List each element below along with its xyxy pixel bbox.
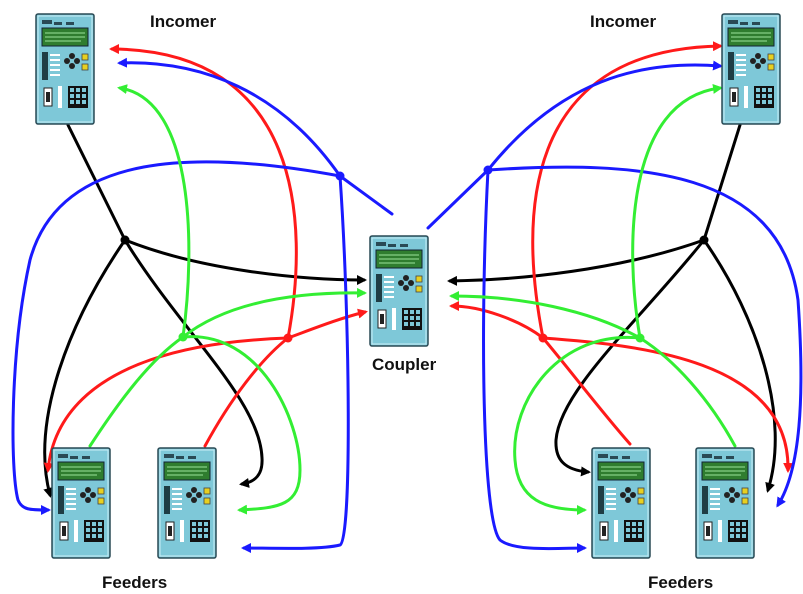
right-black-wires [447, 123, 777, 493]
feeder-left-1-relay-icon [51, 447, 111, 559]
left-blue-wires [11, 57, 394, 554]
coupler-label: Coupler [372, 355, 437, 374]
right-red-wires [449, 41, 794, 473]
junction-dots [120, 165, 709, 343]
feeders-right-label: Feeders [648, 573, 714, 592]
incomer-right-label: Incomer [590, 12, 657, 31]
right-blue-wires [426, 60, 803, 554]
junction-dot-icon [483, 165, 493, 175]
incomer-left-relay-icon [35, 13, 95, 125]
junction-dot-icon [538, 333, 548, 343]
junction-dot-icon [635, 333, 645, 343]
left-red-wires [43, 44, 368, 473]
junction-dot-icon [699, 235, 709, 245]
junction-dot-icon [335, 171, 345, 181]
feeder-right-1-relay-icon [591, 447, 651, 559]
right-green-wires [449, 83, 737, 515]
left-green-wires [88, 84, 367, 515]
feeders-left-label: Feeders [102, 573, 168, 592]
junction-dot-icon [283, 333, 293, 343]
junction-dot-icon [120, 235, 130, 245]
junction-dot-icon [178, 332, 188, 342]
incomer-left-label: Incomer [150, 12, 217, 31]
feeder-left-2-relay-icon [157, 447, 217, 559]
incomer-right-relay-icon [721, 13, 781, 125]
feeder-right-2-relay-icon [695, 447, 755, 559]
coupler-relay-icon [369, 235, 429, 347]
